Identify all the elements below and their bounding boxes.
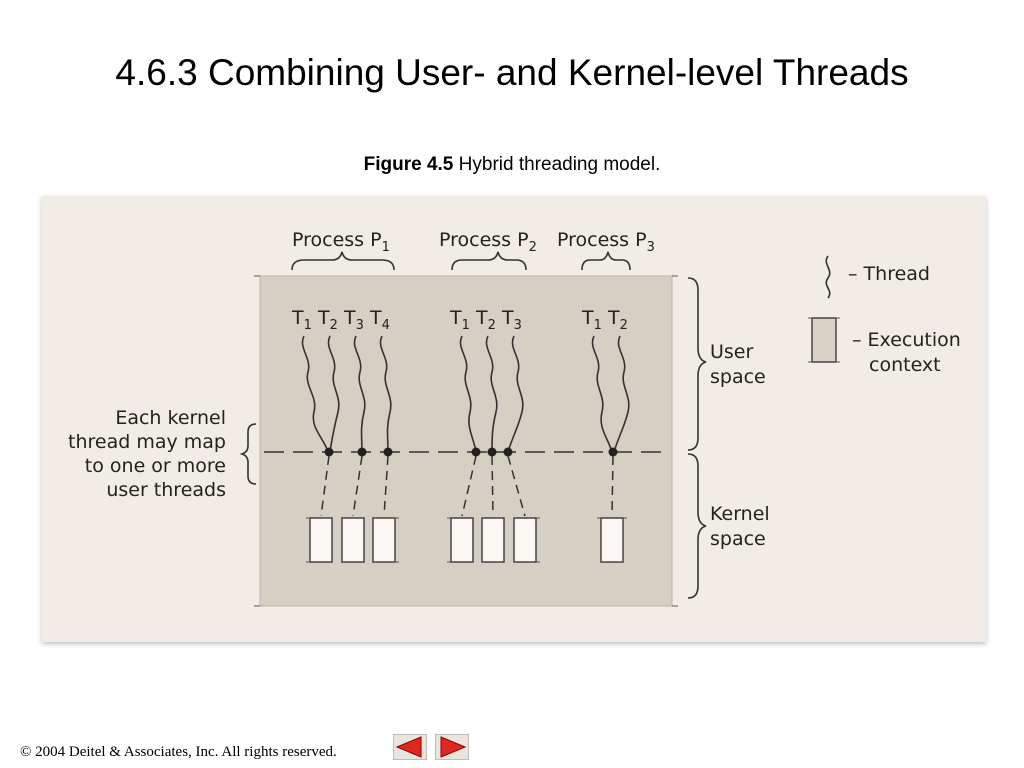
svg-text:T3: T3 bbox=[501, 307, 522, 333]
next-slide-button[interactable] bbox=[435, 734, 469, 760]
thread-labels-p2: T1 T2 T3 bbox=[449, 307, 522, 333]
thread-labels-p1: T1 T2 T3 T4 bbox=[291, 307, 390, 333]
process-label-p1: Process P1 bbox=[292, 229, 390, 255]
svg-text:T2: T2 bbox=[607, 307, 628, 333]
thread-p3-t2 bbox=[613, 335, 630, 453]
hybrid-threading-figure: Process P1 Process P2 Process P3 T1 T2 T… bbox=[42, 196, 986, 642]
arrow-right-icon bbox=[435, 734, 469, 760]
thread-p1-t1 bbox=[301, 335, 329, 453]
thread-p2-t2 bbox=[485, 335, 498, 453]
legend-execution-context-icon bbox=[811, 317, 837, 363]
svg-text:T1: T1 bbox=[449, 307, 470, 333]
thread-p2-t1 bbox=[459, 335, 477, 453]
mapping-points bbox=[324, 447, 618, 457]
previous-slide-button[interactable] bbox=[393, 734, 427, 760]
thread-p1-t4 bbox=[379, 335, 392, 453]
caption-text: Hybrid threading model. bbox=[453, 154, 661, 175]
figure-caption: Figure 4.5 Hybrid threading model. bbox=[0, 154, 1024, 176]
svg-text:user threads: user threads bbox=[106, 479, 226, 501]
legend-thread-label: – Thread bbox=[848, 263, 930, 285]
process-label-p3: Process P3 bbox=[557, 229, 655, 255]
thread-p1-t3 bbox=[353, 335, 366, 453]
kernel-thread-links bbox=[320, 455, 614, 517]
mapping-note: Each kernel thread may map to one or mor… bbox=[68, 407, 226, 501]
svg-text:T1: T1 bbox=[291, 307, 312, 333]
panel-corner-ticks bbox=[254, 275, 678, 607]
user-space-label-line2: space bbox=[710, 366, 766, 388]
legend-thread-icon bbox=[825, 255, 831, 299]
svg-text:Each kernel: Each kernel bbox=[115, 407, 226, 429]
thread-p2-t3 bbox=[507, 335, 524, 453]
context-ticks bbox=[306, 517, 627, 563]
kernel-execution-contexts bbox=[309, 517, 624, 563]
user-space-label-line1: User bbox=[710, 341, 753, 363]
mapping-brace bbox=[239, 423, 257, 485]
kernel-space-label-line2: space bbox=[710, 528, 766, 550]
caption-label: Figure 4.5 bbox=[363, 154, 454, 175]
user-threads bbox=[301, 335, 630, 453]
svg-text:T2: T2 bbox=[317, 307, 338, 333]
legend-execution-label-line1: – Execution bbox=[852, 329, 961, 351]
kernel-space-label-line1: Kernel bbox=[710, 503, 770, 525]
svg-text:T2: T2 bbox=[475, 307, 496, 333]
space-braces bbox=[687, 277, 707, 599]
svg-text:T1: T1 bbox=[581, 307, 602, 333]
process-braces bbox=[291, 251, 631, 271]
svg-text:to one or more: to one or more bbox=[85, 455, 226, 477]
svg-text:thread may map: thread may map bbox=[68, 431, 226, 453]
legend-execution-label-line2: context bbox=[869, 354, 941, 376]
legend-context-ticks bbox=[808, 317, 840, 363]
copyright-footer: © 2004 Deitel & Associates, Inc. All rig… bbox=[20, 744, 337, 760]
thread-labels-p3: T1 T2 bbox=[581, 307, 628, 333]
thread-p3-t1 bbox=[591, 335, 613, 453]
svg-text:T3: T3 bbox=[343, 307, 364, 333]
process-label-p2: Process P2 bbox=[439, 229, 537, 255]
figure-diagram: Process P1 Process P2 Process P3 T1 T2 T… bbox=[68, 229, 961, 607]
arrow-left-icon bbox=[393, 734, 427, 760]
thread-p1-t2 bbox=[327, 335, 340, 453]
svg-text:T4: T4 bbox=[369, 307, 390, 333]
slide-title: 4.6.3 Combining User- and Kernel-level T… bbox=[115, 52, 909, 93]
